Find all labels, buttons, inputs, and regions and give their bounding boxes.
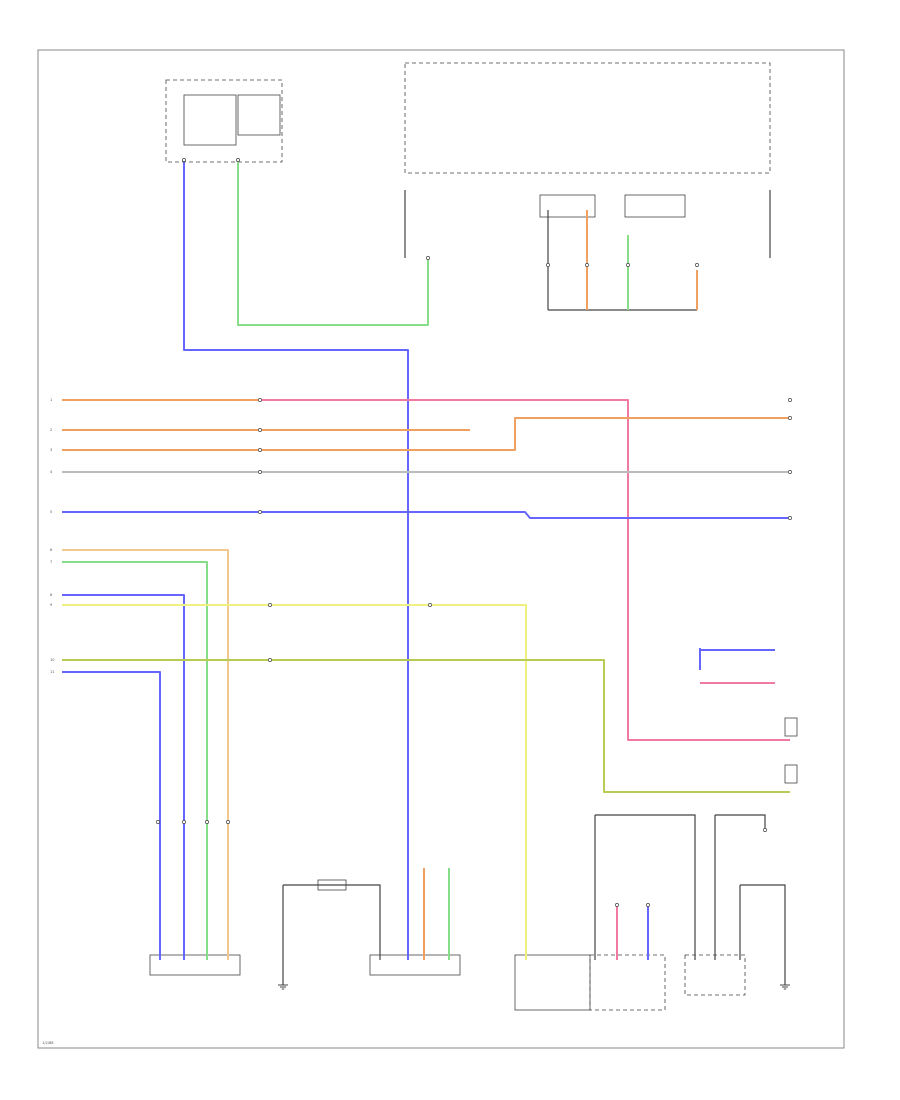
row-numbers: 1 2 3 4 5 6 7 8 9 10 11	[50, 398, 55, 674]
connector-dot-22	[788, 398, 792, 402]
connector-dot-6	[546, 263, 550, 267]
connector-dot-4	[626, 263, 630, 267]
connector-dot-21	[763, 828, 767, 832]
mod-switch-box	[589, 954, 666, 1011]
ignition-inner-2	[237, 94, 281, 136]
lamp-module-b	[784, 764, 798, 784]
row-number-7: 7	[50, 560, 52, 564]
black-line-b2	[283, 884, 381, 960]
fuse-box	[404, 62, 771, 174]
connector-dot-13	[268, 658, 272, 662]
connector-dot-7	[258, 398, 262, 402]
w-blue-top	[183, 160, 409, 960]
connector-dot-10	[258, 470, 262, 474]
ignition-switch-box	[165, 79, 283, 163]
connector-dot-0	[182, 158, 186, 162]
w-blue-5	[62, 511, 790, 519]
connector-points	[156, 158, 792, 907]
w-blue-8	[62, 594, 185, 960]
black-line-b7	[740, 884, 786, 985]
colored-wires	[62, 160, 790, 960]
sensor-connector-b	[369, 954, 461, 976]
connector-dot-17	[205, 820, 209, 824]
connector-dot-18	[226, 820, 230, 824]
row-number-1: 1	[50, 398, 52, 402]
w-olive-10	[62, 659, 790, 793]
ground-icon-g1	[278, 984, 288, 990]
connector-dot-24	[788, 470, 792, 474]
relay-1	[539, 194, 596, 218]
row-number-2: 2	[50, 428, 52, 432]
row-number-8: 8	[50, 593, 53, 597]
connector-dot-19	[615, 903, 619, 907]
relay-2	[624, 194, 686, 218]
row-number-6: 6	[50, 548, 53, 552]
black-circuit-lines	[282, 190, 786, 985]
w-pink-1	[260, 399, 790, 741]
row-number-3: 3	[50, 448, 52, 452]
row-number-9: 9	[50, 603, 53, 607]
connector-dot-8	[258, 428, 262, 432]
black-line-b6	[715, 814, 766, 830]
w-orange-3	[62, 417, 790, 451]
connector-dot-1	[236, 158, 240, 162]
ground-icon-g2	[780, 984, 790, 990]
connector-dot-16	[182, 820, 186, 824]
lamp-module-a	[784, 717, 798, 737]
connector-dot-9	[258, 448, 262, 452]
connector-dot-2	[426, 256, 430, 260]
diagram-frame	[37, 49, 845, 1049]
w-blue-11	[62, 671, 161, 960]
row-number-10: 10	[50, 658, 55, 662]
connector-dot-23	[788, 416, 792, 420]
ignition-inner-1	[183, 94, 237, 146]
w-green-7	[62, 561, 208, 960]
component-boxes	[149, 62, 798, 1011]
w-yellow-9	[62, 604, 527, 960]
brake-switch	[514, 954, 591, 1011]
w-tan-6	[62, 549, 229, 960]
row-number-5: 5	[50, 510, 52, 514]
ground-symbols	[278, 984, 790, 990]
row-number-11: 11	[50, 670, 55, 674]
connector-dot-14	[428, 603, 432, 607]
connector-dot-20	[646, 903, 650, 907]
connector-dot-15	[156, 820, 160, 824]
connector-dot-11	[258, 510, 262, 514]
connector-dot-12	[268, 603, 272, 607]
connector-dot-5	[695, 263, 699, 267]
connector-dot-25	[788, 516, 792, 520]
right-sensor	[684, 954, 746, 996]
w-green-top	[237, 160, 429, 326]
black-line-b4	[595, 814, 696, 960]
sensor-connector-a	[149, 954, 241, 976]
footer-code: 1/2/88	[42, 1041, 54, 1045]
row-number-4: 4	[50, 470, 53, 474]
connector-dot-3	[585, 263, 589, 267]
